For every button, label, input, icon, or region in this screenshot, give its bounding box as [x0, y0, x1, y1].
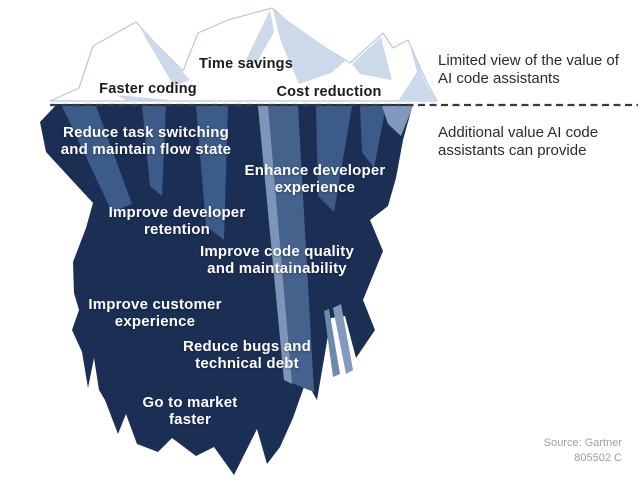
- label-enhance-developer-experience: Enhance developer experience: [245, 162, 386, 196]
- ice-facet: [316, 106, 352, 212]
- ice-facet: [116, 95, 170, 101]
- ice-facet: [142, 106, 166, 196]
- source-line: 805502 C: [574, 452, 622, 464]
- label-line: Reduce bugs and: [182, 338, 312, 355]
- label-improve-customer-experience: Improve customer experience: [88, 296, 221, 330]
- label-line: and maintain flow state: [60, 141, 232, 158]
- annotation-line: assistants can provide: [438, 141, 587, 159]
- ice-facet: [360, 106, 386, 168]
- label-line: Enhance developer: [244, 162, 386, 179]
- label-reduce-bugs: Reduce bugs and technical debt: [183, 338, 311, 372]
- label-improve-code-quality: Improve code quality and maintainability: [200, 243, 354, 277]
- label-cost-reduction: Cost reduction: [276, 84, 382, 100]
- label-go-to-market: Go to market faster: [143, 394, 238, 428]
- label-reduce-task-switching: Reduce task switching and maintain flow …: [61, 124, 231, 158]
- label-line: faster: [168, 411, 212, 428]
- source-note: Source: Gartner 805502 C: [544, 436, 622, 466]
- ice-facet: [196, 106, 228, 240]
- ice-facet: [246, 10, 274, 64]
- annotation-limited-view: Limited view of the value of AI code ass…: [438, 52, 619, 87]
- label-line: experience: [114, 313, 196, 330]
- ice-facet: [382, 106, 413, 136]
- iceberg-above-water: [49, 7, 438, 102]
- label-line: Improve code quality: [199, 243, 355, 260]
- ice-facet: [258, 106, 292, 384]
- ice-gash: [42, 154, 93, 214]
- ice-facet: [273, 10, 345, 84]
- ice-facet: [352, 37, 392, 80]
- label-line: technical debt: [195, 355, 299, 372]
- label-line: experience: [274, 179, 356, 196]
- ice-facet: [399, 42, 436, 100]
- ice-facet: [333, 304, 353, 374]
- ice-facet: [62, 106, 132, 212]
- annotation-line: Limited view of the value of: [438, 52, 619, 69]
- label-line: Reduce task switching: [63, 124, 229, 141]
- source-line: Source: Gartner: [543, 437, 622, 449]
- label-line: Go to market: [142, 394, 238, 411]
- label-line: Improve customer: [88, 296, 222, 313]
- ice-facet: [324, 309, 340, 377]
- annotation-line: Additional value AI code: [438, 124, 599, 141]
- label-improve-developer-retention: Improve developer retention: [109, 204, 246, 238]
- annotation-line: AI code assistants: [438, 69, 560, 87]
- label-line: Improve developer: [108, 204, 246, 221]
- label-time-savings: Time savings: [198, 56, 294, 72]
- ice-facet: [138, 24, 190, 86]
- annotation-additional-value: Additional value AI code assistants can …: [438, 124, 598, 159]
- label-faster-coding: Faster coding: [99, 81, 197, 97]
- label-line: retention: [144, 221, 210, 238]
- label-line: and maintainability: [207, 260, 347, 277]
